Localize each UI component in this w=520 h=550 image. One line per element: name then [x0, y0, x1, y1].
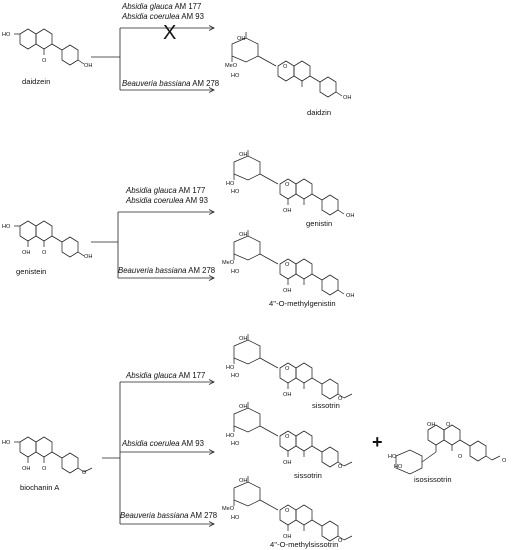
daidzin-oh-label: OH: [343, 95, 351, 101]
isosissotrin-o-label: O: [458, 454, 463, 460]
genistein-oh-label: OH: [84, 254, 92, 260]
sissotrin-ho-label: HO: [231, 373, 240, 379]
methylsissotrin-meo-label: MeO: [222, 506, 235, 512]
daidzin-ho-label: HO: [231, 73, 240, 79]
genistin-structure: [233, 150, 345, 216]
sissotrin-oh-label: OH: [239, 336, 247, 342]
isosissotrin-structure: [395, 424, 501, 475]
daidzin-o-label: O: [283, 64, 288, 70]
isosissotrin-oh-label: OH: [427, 422, 435, 428]
sissotrin-o-label: O: [338, 464, 343, 470]
organism-label: Absidia coerulea AM 93: [121, 439, 204, 448]
methylsissotrin-o-label: O: [285, 508, 290, 514]
sissotrin-ho-label: HO: [226, 365, 235, 371]
product-label-sissotrin: sissotrin: [312, 401, 340, 410]
methylsissotrin-o-label: O: [338, 538, 343, 544]
product-label-genistin: genistin: [306, 219, 332, 228]
arrow-head: [208, 209, 215, 215]
arrow-head: [208, 87, 215, 93]
blocked-reaction-mark: X: [163, 22, 176, 44]
daidzein-structure: [14, 28, 85, 66]
genistein-o-label: O: [42, 250, 47, 256]
isosissotrin-o-label: O: [446, 422, 451, 428]
isosissotrin-ho-label: HO: [394, 464, 403, 470]
substrate-label-daidzein: daidzein: [22, 77, 50, 86]
organism-label: Absidia glauca AM 177: [121, 2, 201, 11]
methylsissotrin-oh-label: OH: [239, 478, 247, 484]
sissotrin-oh-label: OH: [283, 392, 291, 398]
methylsissotrin-ho-label: HO: [231, 515, 240, 521]
biochanin-oh-label: OH: [22, 466, 30, 472]
sissotrin-structure: [233, 334, 353, 400]
genistin-ho-label: HO: [231, 189, 240, 195]
substrate-label-biochanin: biochanin A: [20, 483, 60, 492]
sissotrin-structure: [233, 402, 353, 468]
genistin-oh-label: OH: [283, 208, 291, 214]
methylgenistin-structure: [233, 230, 345, 296]
reaction-genistein: HO OH O OH genistein Absidia glauca AM 1…: [2, 150, 354, 308]
organism-label: Beauveria bassiana AM 278: [118, 266, 215, 275]
arrow-head: [208, 25, 215, 31]
biochanin-o-label: O: [82, 470, 87, 476]
biochanin-structure: [14, 436, 93, 474]
arrow-head: [208, 379, 215, 385]
genistin-ho-label: HO: [226, 181, 235, 187]
daidzin-oh-label: OH: [237, 36, 245, 42]
genistin-oh-label: OH: [346, 213, 354, 219]
daidzin-structure: [231, 32, 343, 98]
substrate-label-genistein: genistein: [16, 267, 46, 276]
organism-label: Absidia glauca AM 177: [125, 186, 205, 195]
organism-label: Absidia coerulea AM 93: [125, 196, 208, 205]
sissotrin-oh-label: OH: [283, 460, 291, 466]
daidzein-o-label: O: [42, 58, 47, 64]
product-label-isosissotrin: isosissotrin: [414, 475, 452, 484]
sissotrin-oh-label: OH: [239, 404, 247, 410]
product-label-methylgenistin: 4''-O-methylgenistin: [269, 299, 336, 308]
methylsissotrin-structure: [233, 476, 353, 542]
arrow-head: [208, 521, 215, 527]
reaction-daidzein: HO OH O daidzein Absidia glauca AM 177 A…: [2, 2, 351, 117]
daidzein-ho-label: HO: [2, 32, 11, 38]
genistin-oh-label: OH: [239, 152, 247, 158]
biochanin-o-label: O: [42, 466, 47, 472]
daidzein-oh-label: OH: [84, 63, 92, 69]
arrow-head: [208, 449, 215, 455]
genistein-ho-label: HO: [2, 224, 11, 230]
methylgenistin-ho-label: HO: [231, 269, 240, 275]
organism-label: Beauveria bassiana AM 278: [120, 511, 217, 520]
product-label-daidzin: daidzin: [307, 108, 331, 117]
sissotrin-ho-label: HO: [226, 433, 235, 439]
organism-label: Absidia glauca AM 177: [125, 371, 205, 380]
sissotrin-o-label: O: [338, 396, 343, 402]
methylgenistin-oh-label: OH: [346, 293, 354, 299]
genistein-structure: [14, 220, 85, 258]
methylgenistin-oh-label: OH: [239, 232, 247, 238]
daidzin-meo-label: MeO: [225, 63, 238, 69]
product-label-methylsissotrin: 4''-O-methylsissotrin: [270, 540, 338, 549]
methylgenistin-meo-label: MeO: [222, 260, 235, 266]
product-label-sissotrin: sissotrin: [294, 471, 322, 480]
plus-sign: +: [372, 432, 383, 452]
isosissotrin-o-label: O: [502, 458, 507, 464]
biochanin-ho-label: HO: [2, 440, 11, 446]
organism-label: Beauveria bassiana AM 278: [122, 79, 219, 88]
genistin-o-label: O: [285, 182, 290, 188]
arrow-head: [208, 275, 215, 281]
methylgenistin-o-label: O: [285, 262, 290, 268]
organism-label: Absidia coerulea AM 93: [121, 12, 204, 21]
methylgenistin-oh-label: OH: [283, 288, 291, 294]
sissotrin-o-label: O: [285, 434, 290, 440]
sissotrin-ho-label: HO: [231, 441, 240, 447]
genistein-oh-label: OH: [22, 250, 30, 256]
methylsissotrin-oh-label: OH: [283, 534, 291, 540]
sissotrin-o-label: O: [285, 366, 290, 372]
isosissotrin-ho-label: HO: [388, 454, 397, 460]
reaction-biochanin: HO OH O O biochanin A Absidia glauca AM …: [2, 334, 507, 549]
